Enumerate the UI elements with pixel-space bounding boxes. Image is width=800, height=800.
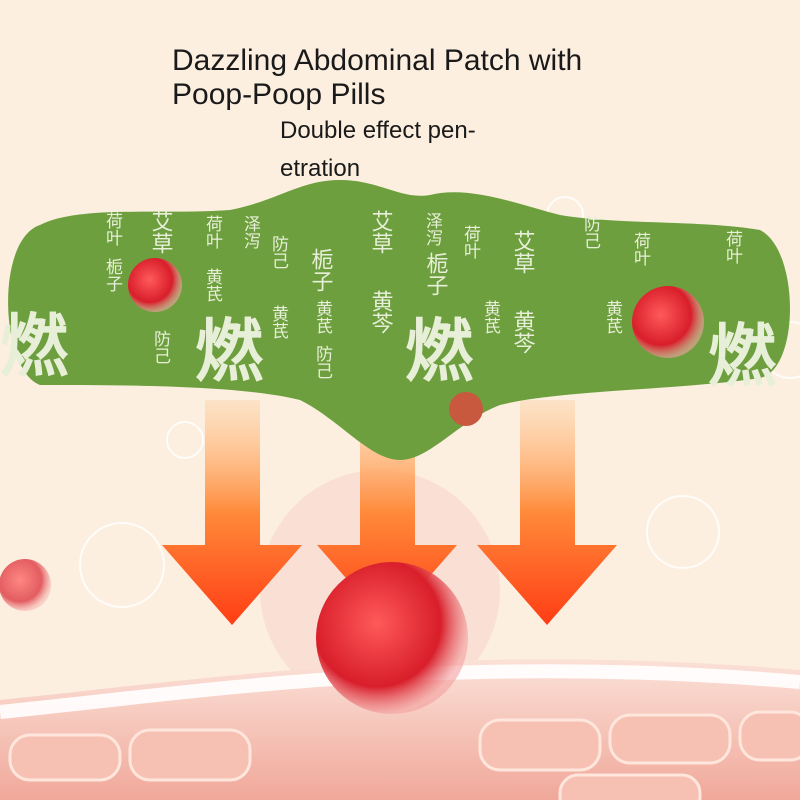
svg-text:黄芪: 黄芪 [480,300,501,334]
patch-big-glyphs: 燃 燃 燃 燃 [0,308,777,397]
svg-text:黄芪: 黄芪 [602,300,623,334]
svg-text:荷叶: 荷叶 [630,232,651,266]
svg-text:栀子: 栀子 [308,248,334,292]
svg-text:防己: 防己 [268,235,288,269]
svg-text:燃: 燃 [708,318,777,397]
svg-text:艾草: 艾草 [148,210,173,254]
page-title: Dazzling Abdominal Patch with Poop-Poop … [172,44,582,112]
title-line-2: Poop-Poop Pills [172,78,386,111]
svg-text:栀子: 栀子 [423,252,449,296]
svg-text:荷叶: 荷叶 [722,230,743,264]
svg-text:泽泻: 泽泻 [422,212,443,246]
svg-text:艾草: 艾草 [510,230,535,274]
abdominal-patch [8,180,790,460]
svg-text:艾草: 艾草 [368,210,393,254]
svg-text:燃: 燃 [405,313,474,392]
svg-text:黄芪: 黄芪 [312,300,333,334]
arrow-left [162,400,302,625]
patch-herb-labels: 荷叶 栀子 艾草 荷叶 黄芪 防己 泽泻 防己 黄芪 栀子 黄芪 防己 艾草 黄… [102,210,743,379]
svg-text:泽泻: 泽泻 [240,215,261,249]
subtitle-line-1: Double effect pen- [280,117,476,144]
subtitle: Double effect pen- etration [280,112,540,188]
arrow-right [477,400,617,625]
svg-text:栀子: 栀子 [102,258,123,292]
svg-text:黄芩: 黄芩 [368,290,394,334]
svg-text:黄芩: 黄芩 [510,310,536,354]
svg-text:荷叶: 荷叶 [102,212,123,246]
svg-text:燃: 燃 [0,308,69,387]
svg-text:黄芪: 黄芪 [202,268,223,302]
subtitle-line-2: etration [280,155,361,182]
title-line-1: Dazzling Abdominal Patch with [172,44,583,77]
pill-balls [0,258,704,798]
svg-text:防己: 防己 [312,345,332,379]
skin-cells [8,710,800,800]
svg-text:荷叶: 荷叶 [460,225,481,259]
svg-text:防己: 防己 [580,215,600,249]
central-pill-ball [316,562,468,714]
svg-text:燃: 燃 [195,313,264,392]
svg-text:荷叶: 荷叶 [202,215,223,249]
svg-text:黄芪: 黄芪 [268,305,289,339]
svg-text:防己: 防己 [150,330,170,364]
